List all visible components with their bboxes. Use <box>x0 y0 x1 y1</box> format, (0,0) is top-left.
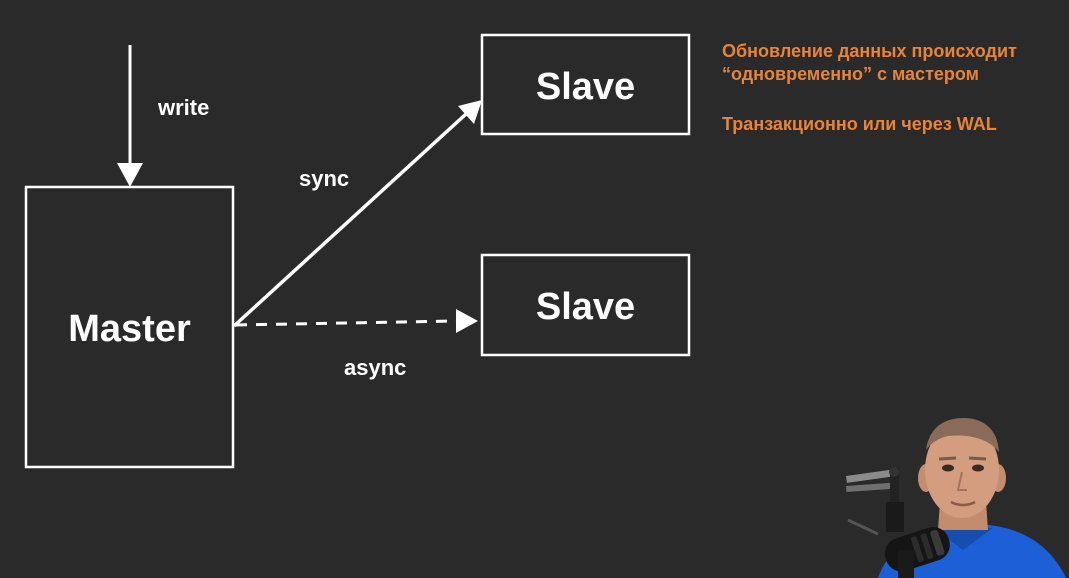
slave-sync-node-label: Slave <box>536 66 635 108</box>
async-arrow-head <box>456 309 478 333</box>
note-line-2: “одновременно” с мастером <box>722 64 979 84</box>
presenter-image <box>846 418 1066 578</box>
note-line-3: Транзакционно или через WAL <box>722 114 997 134</box>
sync-arrow-head <box>458 100 482 124</box>
write-label: write <box>157 95 209 120</box>
master-node-box <box>24 185 235 469</box>
note-line-1: Обновление данных происходит <box>722 41 1017 61</box>
sync-arrow-line <box>232 112 468 328</box>
sync-label: sync <box>299 166 349 191</box>
master-node-label: Master <box>68 308 191 350</box>
sync-notes: Обновление данных происходит “одновремен… <box>722 40 1017 86</box>
slave-async-node-box <box>480 253 691 357</box>
slave-sync-node-box <box>480 33 691 136</box>
async-arrow-line <box>235 319 457 327</box>
slave-async-node-label: Slave <box>536 286 635 328</box>
write-arrow-head <box>117 163 143 187</box>
presenter-webcam <box>838 410 1069 578</box>
async-label: async <box>344 355 406 380</box>
